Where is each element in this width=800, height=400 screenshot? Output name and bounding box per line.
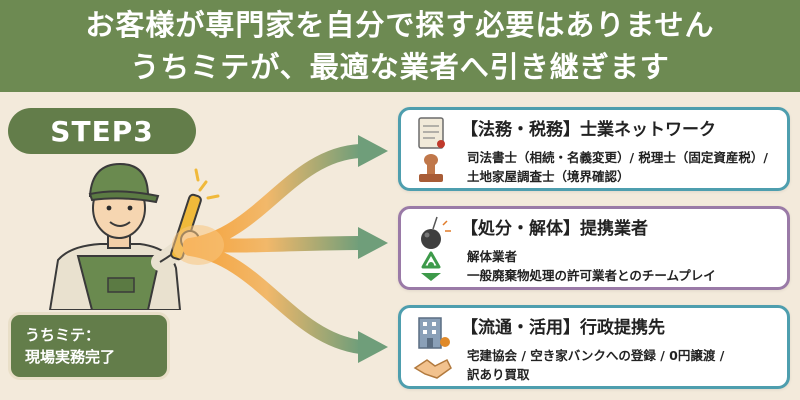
header-banner: お客様が専門家を自分で探す必要はありません うちミテが、最適な業者へ引き継ぎます — [0, 0, 800, 92]
building-icon — [418, 317, 450, 349]
status-line-2: 現場実務完了 — [25, 348, 116, 366]
status-line-1: うちミテ： — [25, 326, 101, 344]
handshake-icon — [413, 358, 452, 379]
header-title-line-1: お客様が専門家を自分で探す必要はありません — [85, 8, 715, 42]
arrow-bottom — [183, 242, 388, 363]
card-line: 司法書士（相続・名義変更）/ 税理士（固定資産税）/ — [467, 150, 768, 165]
recycle-icon — [421, 251, 441, 281]
stamp-icon — [419, 154, 443, 182]
card-title: 【処分・解体】提携業者 — [461, 219, 648, 239]
card-line: 宅建協会 / 空き家バンクへの登録 / 0円譲渡 / — [467, 348, 725, 363]
card-title: 【流通・活用】行政提携先 — [461, 318, 665, 338]
card-line: 訳あり買取 — [467, 367, 530, 382]
card-description: 解体業者 一般廃棄物処理の許可業者とのチームプレイ — [467, 247, 716, 285]
step-badge: STEP3 — [8, 108, 196, 154]
wrecking-ball-icon — [421, 216, 451, 249]
status-box: うちミテ： 現場実務完了 — [8, 312, 170, 380]
card-disposal-demolition: 【処分・解体】提携業者 解体業者 一般廃棄物処理の許可業者とのチームプレイ — [398, 206, 790, 290]
card-line: 一般廃棄物処理の許可業者とのチームプレイ — [467, 268, 716, 283]
flow-arrows — [172, 135, 388, 363]
card-line: 土地家屋調査士（境界確認） — [467, 169, 630, 184]
scroll-icon — [418, 117, 445, 149]
header-title-line-2: うちミテが、最適な業者へ引き継ぎます — [130, 50, 670, 84]
card-description: 司法書士（相続・名義変更）/ 税理士（固定資産税）/ 土地家屋調査士（境界確認） — [467, 148, 768, 186]
card-description: 宅建協会 / 空き家バンクへの登録 / 0円譲渡 / 訳あり買取 — [467, 346, 724, 384]
card-legal-tax: 【法務・税務】士業ネットワーク 司法書士（相続・名義変更）/ 税理士（固定資産税… — [398, 107, 790, 191]
card-distribution-utilization: 【流通・活用】行政提携先 宅建協会 / 空き家バンクへの登録 / 0円譲渡 / … — [398, 305, 790, 389]
card-title: 【法務・税務】士業ネットワーク — [461, 120, 716, 140]
card-line: 解体業者 — [467, 249, 518, 264]
